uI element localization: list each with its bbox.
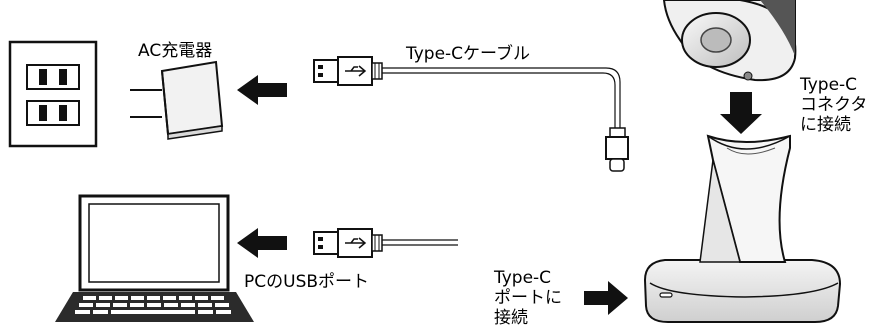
charging-stand-icon <box>643 134 842 323</box>
ac-charger-label: AC充電器 <box>138 41 213 61</box>
pc-usb-port-label: PCのUSBポート <box>244 272 370 292</box>
arrow-down-icon <box>720 92 762 134</box>
arrow-right-icon <box>584 281 628 315</box>
laptop-icon <box>55 194 254 322</box>
typec-port-label: Type-C ポートに 接続 <box>494 268 562 328</box>
arrow-left-icon <box>237 75 287 105</box>
typec-connector-line-2: コネクタ <box>800 95 868 115</box>
usb-a-plug-icon <box>313 228 383 258</box>
usb-c-plug-icon <box>605 127 629 172</box>
typec-connector-line-3: に接続 <box>800 115 851 135</box>
usb-a-plug-icon <box>313 56 383 86</box>
typec-connector-line-1: Type-C <box>800 75 858 95</box>
pc-cable-line <box>382 239 458 246</box>
typec-cable-line-inner <box>382 72 616 128</box>
typec-cable-line <box>382 67 621 128</box>
typec-cable-label: Type-Cケーブル <box>406 44 531 64</box>
typec-port-line-3: 接続 <box>494 308 528 328</box>
typec-port-line-2: ポートに <box>494 288 562 308</box>
arrow-left-icon <box>237 228 287 258</box>
typec-connector-label: Type-C コネクタ に接続 <box>800 75 867 135</box>
typec-port-line-1: Type-C <box>494 268 552 288</box>
headset-earpiece-icon <box>662 0 797 82</box>
ac-adapter-icon <box>130 60 224 140</box>
wall-outlet-icon <box>8 40 98 148</box>
